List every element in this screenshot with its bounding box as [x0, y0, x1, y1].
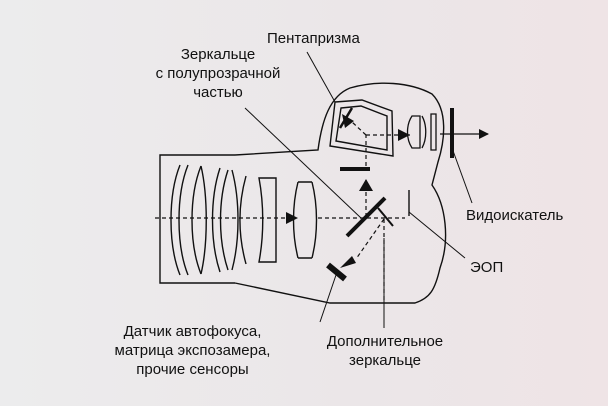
eyepiece-window [450, 108, 454, 158]
mirror-up-arrowhead [359, 179, 373, 191]
autofocus-arrowhead [340, 256, 356, 268]
label-autofocus-line-2: матрица экспозамера, [114, 342, 271, 359]
label-secondary-mirror-line-1: Дополнительное [326, 333, 444, 350]
leader-lines [244, 51, 473, 328]
eyepiece-arrowhead [398, 129, 410, 141]
eyepiece-lenses [406, 113, 437, 151]
focusing-screen [340, 167, 370, 171]
label-mirror: Зеркальце с полупрозрачной частью [143, 45, 293, 102]
label-autofocus-line-1: Датчик автофокуса, [123, 323, 262, 340]
lens-barrel [159, 154, 235, 284]
label-secondary-mirror: Дополнительное зеркальце [320, 332, 450, 370]
label-viewfinder: Видоискатель [466, 207, 564, 224]
camera-body [234, 82, 447, 304]
pentaprism [329, 99, 394, 157]
label-eop: ЭОП [470, 259, 504, 276]
label-secondary-mirror-line-2: зеркальце [349, 352, 421, 369]
label-mirror-line-1: Зеркальце [180, 46, 256, 63]
label-mirror-line-3: частью [193, 84, 243, 101]
label-autofocus: Датчик автофокуса, матрица экспозамера, … [105, 322, 280, 379]
label-pentaprism: Пентапризма [267, 30, 360, 47]
label-mirror-line-2: с полупрозрачной [155, 65, 281, 82]
autofocus-sensor [326, 262, 347, 282]
prism-arrowhead [342, 114, 354, 128]
lens-arrowhead [286, 212, 298, 224]
label-autofocus-line-3: прочие сенсоры [136, 361, 249, 378]
secondary-mirror [377, 207, 394, 227]
lens-elements [170, 164, 318, 276]
